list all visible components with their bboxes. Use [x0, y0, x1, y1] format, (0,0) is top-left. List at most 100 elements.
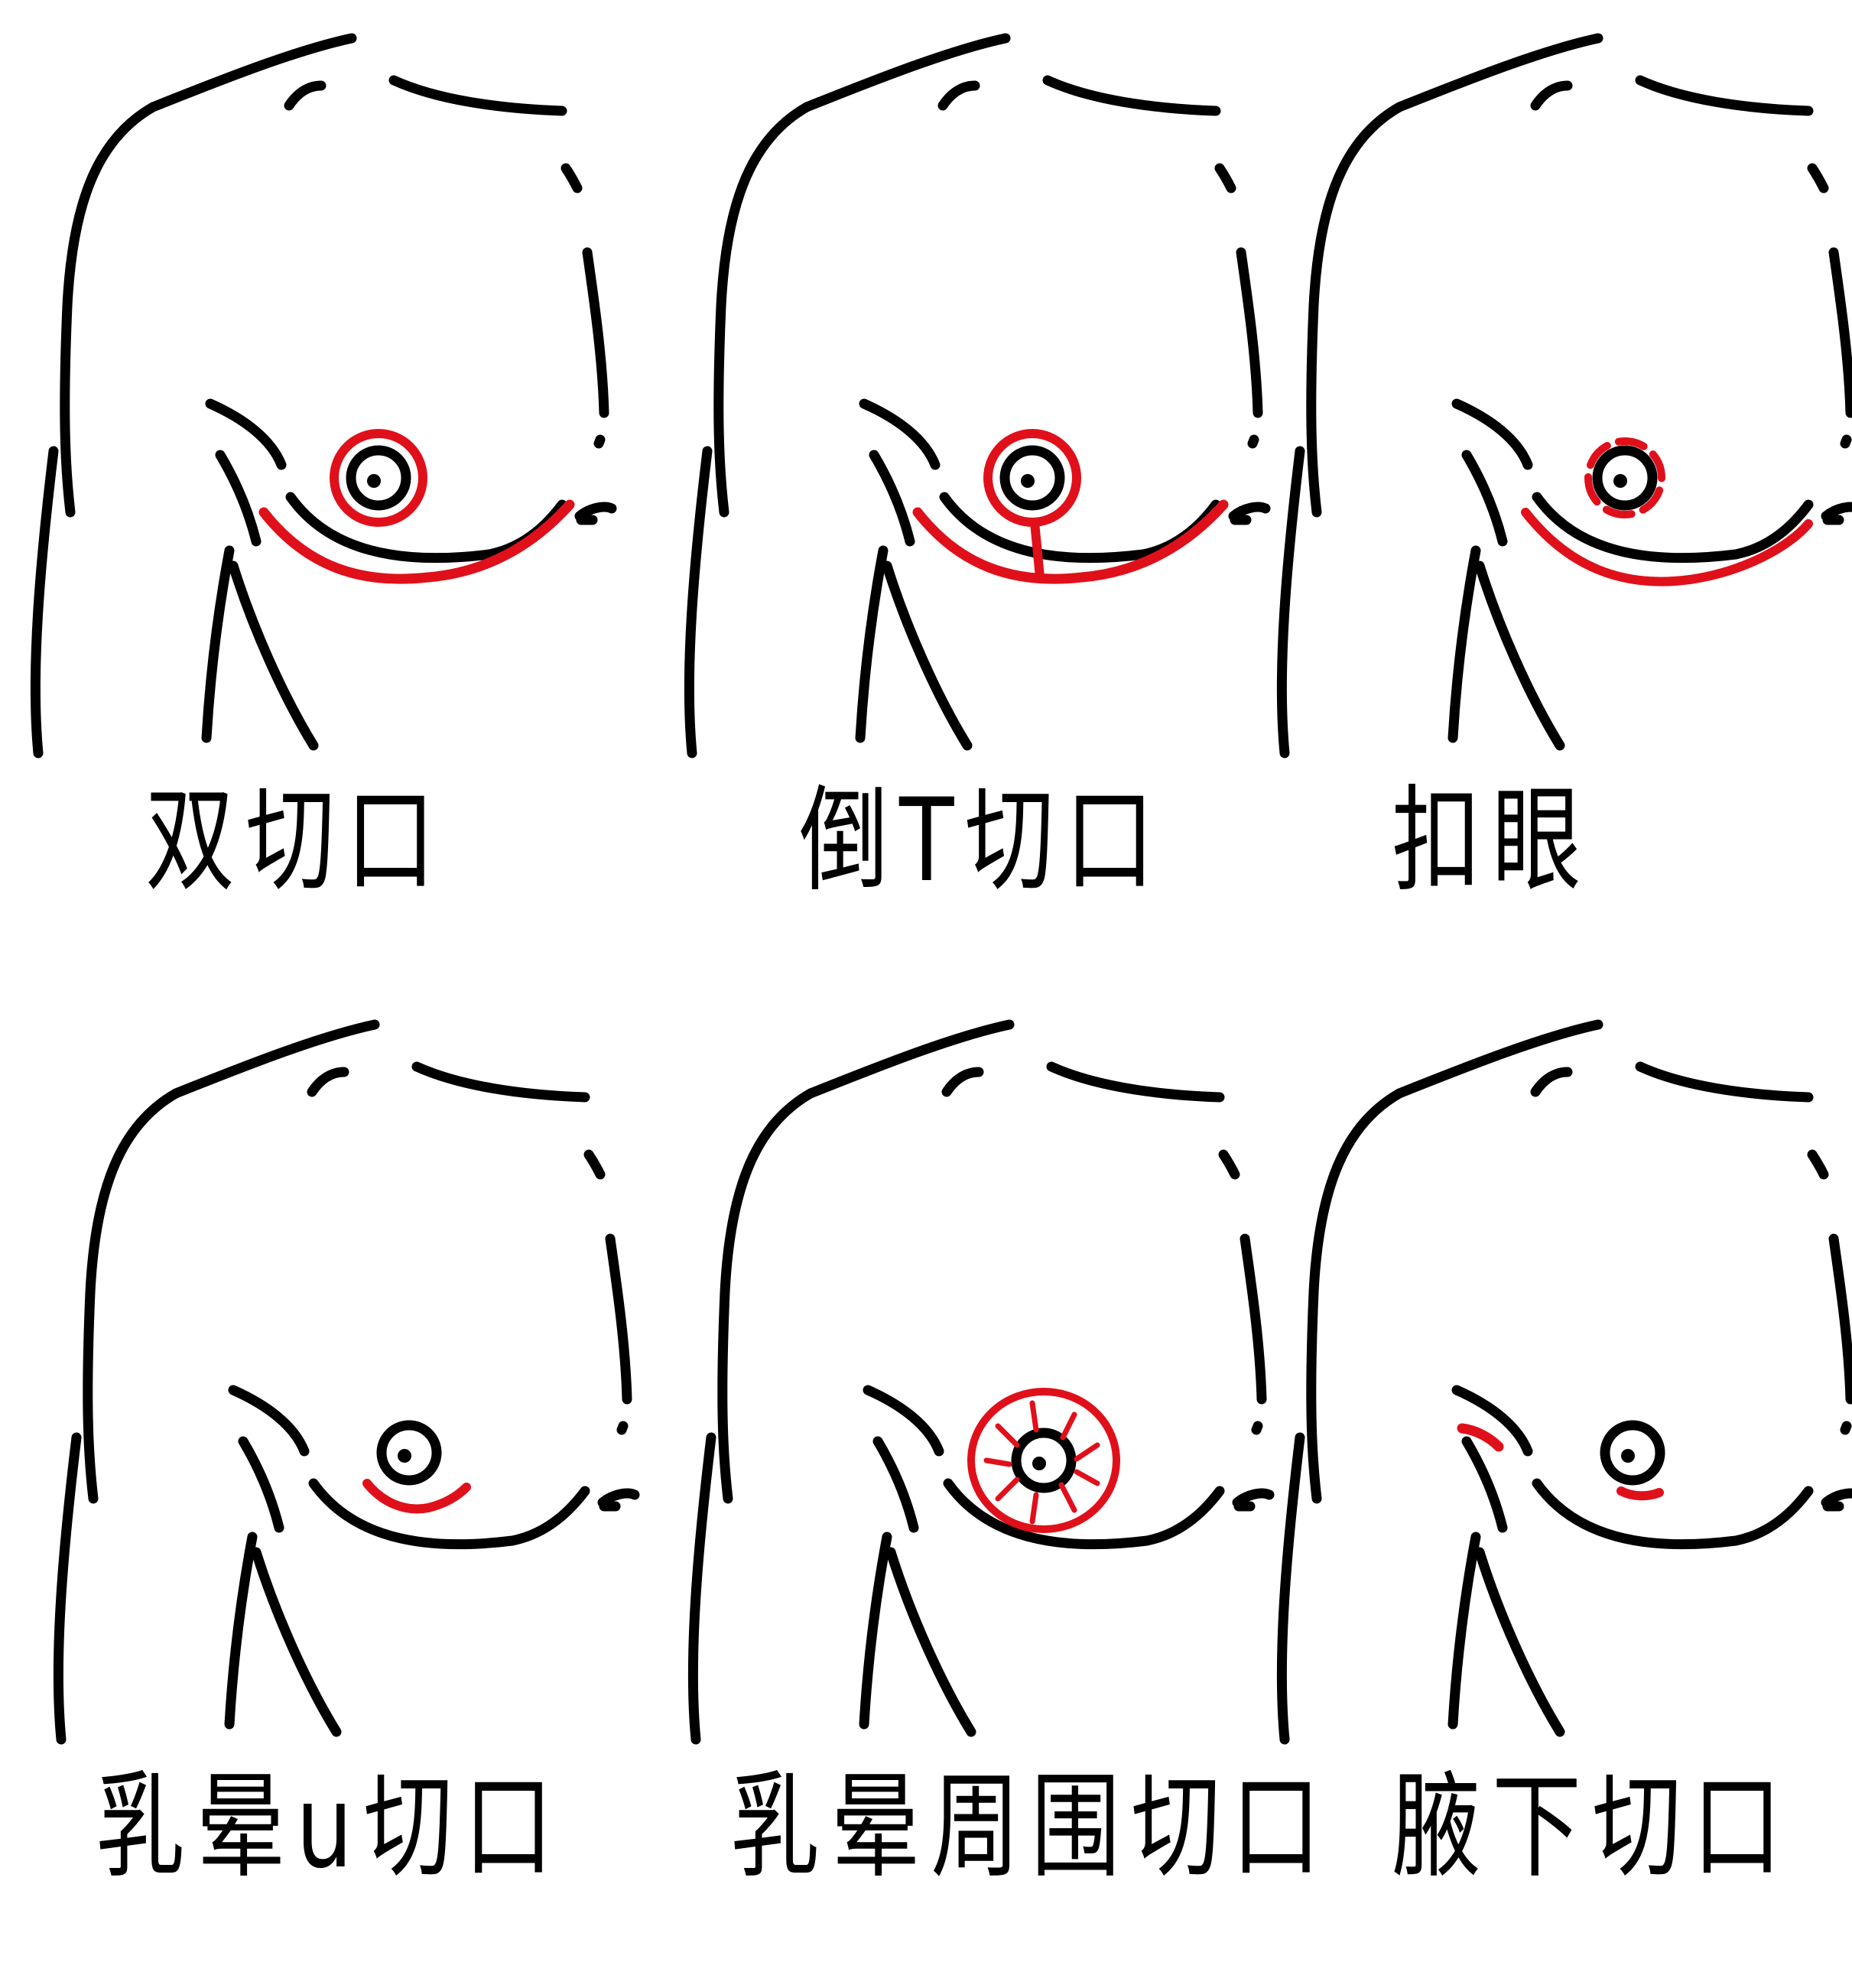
nipple-dot: [1021, 474, 1035, 488]
clavicle-right-line: [1048, 80, 1216, 111]
panel-caption: 扣眼: [1392, 784, 1592, 898]
neck-left-line: [811, 1025, 1009, 1093]
clavicle-right-line: [417, 1067, 585, 1097]
armpit-line: [1467, 455, 1503, 541]
panel-caption: 腋下切口: [1392, 1770, 1792, 1885]
arm-right-tick: [599, 440, 600, 443]
shoulder-right-line: [1812, 1155, 1824, 1174]
torso-left-line: [864, 1537, 887, 1724]
periareolar-spoke-2: [998, 1426, 1017, 1445]
shoulder-left-line: [719, 107, 807, 512]
shoulder-left-line: [723, 1093, 811, 1499]
periareolar-spoke-9: [998, 1480, 1017, 1499]
panel-periareolar-incision: 乳晕周围切口: [658, 1002, 1285, 1988]
neck-left-line: [1399, 38, 1598, 107]
panel-caption: 乳晕周围切口: [730, 1770, 1331, 1885]
chest-lower-line: [1537, 1483, 1808, 1545]
nipple-dot: [1621, 1449, 1635, 1463]
shoulder-right-line: [566, 168, 577, 188]
panel-buttonhole: 扣眼: [1246, 15, 1852, 1002]
armpit-line: [878, 1441, 914, 1528]
neck-left-line: [153, 38, 352, 107]
periareolar-spoke-1: [986, 1460, 1009, 1464]
neck-left-line: [1399, 1025, 1598, 1093]
nipple-dot: [398, 1449, 411, 1463]
panel-caption: 双切口: [145, 784, 446, 898]
periareolar-spoke-8: [1032, 1495, 1036, 1522]
torso-left-line: [860, 551, 883, 738]
clavicle-left-line: [312, 1072, 344, 1092]
periareolar-spoke-5: [1077, 1445, 1097, 1459]
torso-illustration: [0, 15, 627, 780]
shoulder-right-line: [1223, 1155, 1235, 1174]
clavicle-left-line: [943, 86, 975, 106]
panel-inverted-t-incision: 倒T切口: [654, 15, 1281, 1002]
arm-left-line: [689, 451, 707, 753]
clavicle-right-line: [1640, 1067, 1808, 1097]
armpit-line: [874, 455, 910, 541]
torso-illustration: [654, 15, 1281, 780]
vertical-incision: [1035, 522, 1040, 577]
periareolar-spoke-4: [1063, 1415, 1074, 1437]
panel-caption: 乳晕u切口: [96, 1770, 564, 1885]
armpit-line: [220, 455, 256, 541]
torso-illustration: [1246, 1002, 1852, 1766]
arm-left-line: [58, 1437, 76, 1740]
areola-mark: [1621, 1491, 1659, 1496]
arm-right-line: [1834, 1239, 1850, 1399]
arm-right-tick: [622, 1426, 623, 1430]
arm-right-line: [587, 252, 604, 413]
shoulder-left-line: [1311, 1093, 1399, 1499]
torso-illustration: [1246, 15, 1852, 780]
torso-center-line: [1480, 566, 1560, 746]
side-tick-line: [603, 1493, 635, 1502]
panel-areola-u-incision: 乳晕u切口: [23, 1002, 650, 1988]
arm-left-line: [1282, 451, 1300, 753]
torso-left-line: [1453, 551, 1476, 738]
torso-center-line: [887, 566, 967, 746]
arm-right-tick: [1845, 1426, 1847, 1430]
chest-lower-line: [314, 1483, 585, 1545]
arm-right-line: [610, 1239, 627, 1399]
torso-center-line: [256, 1552, 336, 1732]
armpit-line: [243, 1441, 279, 1528]
arm-left-line: [693, 1437, 711, 1740]
panel-double-incision: 双切口: [0, 15, 627, 1002]
side-tick-line: [580, 507, 612, 516]
shoulder-right-line: [1220, 168, 1231, 188]
torso-center-line: [1480, 1552, 1560, 1732]
nipple-dot: [367, 474, 381, 488]
clavicle-right-line: [1640, 80, 1808, 111]
areola-u-incision: [367, 1483, 466, 1509]
clavicle-right-line: [1051, 1067, 1220, 1097]
neck-left-line: [807, 38, 1006, 107]
side-tick-line: [1826, 1493, 1852, 1502]
shoulder-left-line: [65, 107, 153, 512]
torso-left-line: [206, 551, 229, 738]
shoulder-right-line: [589, 1155, 600, 1174]
clavicle-left-line: [289, 86, 321, 106]
arm-left-line: [1282, 1437, 1300, 1740]
side-tick-line: [1826, 507, 1852, 516]
clavicle-left-line: [1535, 86, 1568, 106]
torso-center-line: [233, 566, 314, 746]
clavicle-right-line: [394, 80, 562, 111]
clavicle-left-line: [1535, 1072, 1568, 1092]
arm-left-line: [35, 451, 54, 753]
arm-right-tick: [1845, 440, 1847, 443]
arm-right-line: [1834, 252, 1850, 413]
shoulder-left-line: [88, 1093, 176, 1499]
periareolar-spoke-3: [1032, 1403, 1036, 1430]
shoulder-left-line: [1311, 107, 1399, 512]
periareolar-spoke-6: [1077, 1472, 1097, 1483]
torso-illustration: [23, 1002, 650, 1766]
armpit-line: [1467, 1441, 1503, 1528]
shoulder-right-line: [1812, 168, 1824, 188]
periareolar-spoke-7: [1061, 1485, 1074, 1510]
panel-caption: 倒T切口: [799, 784, 1165, 898]
panel-axillary-incision: 腋下切口: [1246, 1002, 1852, 1988]
chest-lower-line: [1537, 497, 1808, 558]
incision-types-diagram: 双切口 倒T切口 扣眼 乳晕u切口 乳晕周围切口 腋下切口: [0, 0, 1852, 1879]
torso-illustration: [658, 1002, 1285, 1766]
nipple-dot: [1613, 474, 1627, 488]
